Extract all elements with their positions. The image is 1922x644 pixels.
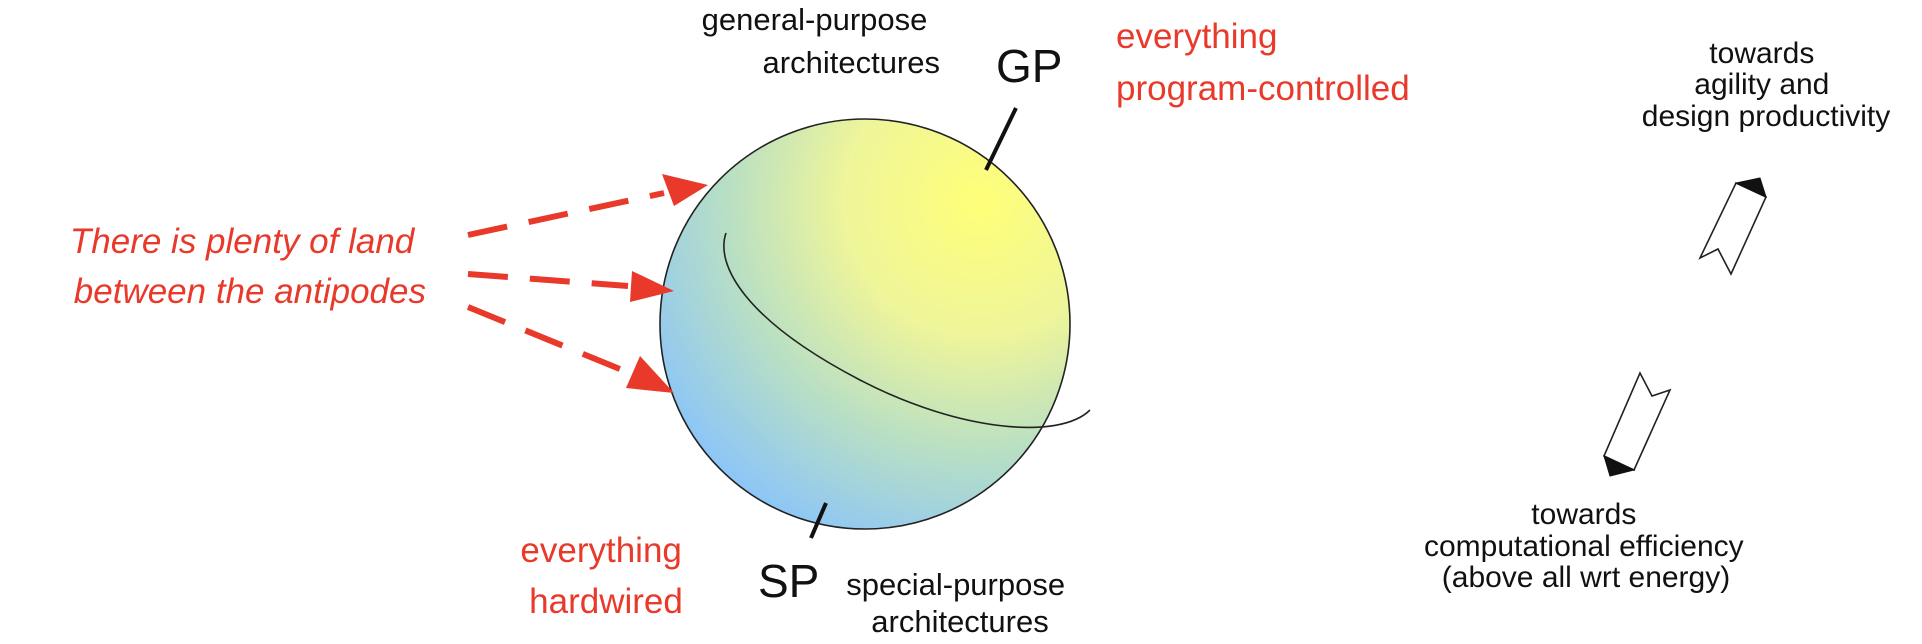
direction-up-line-1: towards: [1709, 37, 1814, 70]
gp-caption-line-1: general-purpose: [702, 2, 928, 37]
direction-down-line-1: towards: [1531, 498, 1636, 531]
direction-up-label: towards agility and design productivity: [1642, 37, 1890, 133]
arrow-up-icon: [1698, 177, 1768, 276]
claim-text: There is plenty of land between the anti…: [70, 222, 426, 311]
arrow-middle: [467, 271, 674, 302]
gp-note-line-2: program-controlled: [1116, 69, 1410, 108]
sp-caption: special-purpose architectures: [846, 567, 1073, 639]
globe-equator: [723, 232, 1091, 429]
direction-down-line-3: (above all wrt energy): [1442, 561, 1730, 594]
gp-caption-line-2: architectures: [763, 45, 940, 80]
arrow-down-icon: [1602, 371, 1672, 477]
claim-arrows: [466, 174, 708, 393]
sp-caption-line-1: special-purpose: [846, 567, 1065, 602]
globe-sphere: [659, 118, 1071, 530]
gp-pole-label: GP: [996, 40, 1062, 92]
direction-up-line-3: design productivity: [1642, 100, 1890, 133]
sp-axis-stub: [809, 502, 828, 539]
arrow-lower: [466, 304, 674, 393]
direction-down-label: towards computational efficiency (above …: [1424, 498, 1752, 594]
sp-note-line-1: everything: [520, 531, 681, 570]
claim-line-1: There is plenty of land: [70, 222, 416, 261]
sp-note-line-2: hardwired: [529, 582, 683, 621]
gp-caption: general-purpose architectures: [702, 2, 940, 80]
claim-line-2: between the antipodes: [74, 272, 426, 311]
sp-caption-line-2: architectures: [871, 604, 1048, 639]
gp-axis-stub: [984, 107, 1018, 171]
direction-down-line-2: computational efficiency: [1424, 530, 1744, 563]
gp-note: everything program-controlled: [1116, 17, 1410, 108]
sp-pole-label: SP: [758, 555, 819, 607]
direction-up-line-2: agility and: [1694, 68, 1829, 101]
gp-note-line-1: everything: [1116, 17, 1277, 56]
arrow-upper: [467, 174, 708, 238]
globe: [659, 107, 1091, 539]
sp-note: everything hardwired: [520, 531, 691, 621]
